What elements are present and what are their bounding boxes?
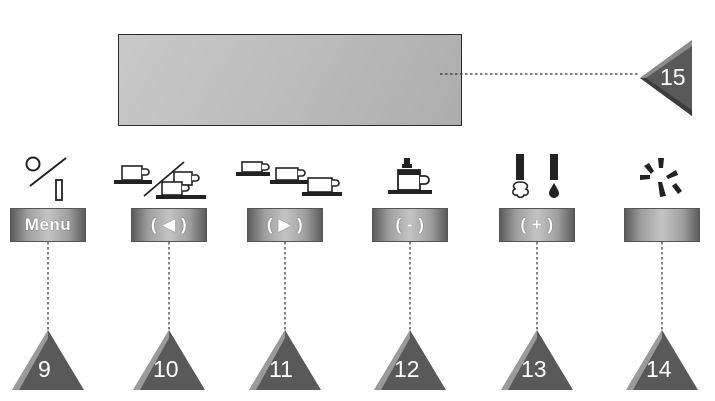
callout-number: 15 <box>660 64 686 90</box>
display-screen <box>118 34 462 126</box>
rinse-button[interactable] <box>624 208 700 242</box>
steam-hot-water-icon <box>512 154 559 199</box>
callout-number: 14 <box>646 356 672 382</box>
minus-button-label: ( - ) <box>395 215 425 234</box>
callout-rinse: 14 <box>626 330 698 390</box>
callout-display: 15 <box>640 40 692 116</box>
rinse-icon <box>640 158 682 197</box>
one-two-cups-icon <box>114 161 206 199</box>
coffee-pot-icon <box>388 158 432 194</box>
left-arrow-button-label: ( ◀ ) <box>150 215 188 234</box>
right-arrow-button[interactable]: ( ▶ ) <box>247 208 323 242</box>
callout-left: 10 <box>133 330 205 390</box>
callout-number: 11 <box>269 356 293 382</box>
right-arrow-button-label: ( ▶ ) <box>266 215 304 234</box>
callout-number: 12 <box>394 356 420 382</box>
cup-sizes-icon <box>236 161 342 196</box>
menu-button-label: Menu <box>24 215 72 234</box>
callout-number: 9 <box>38 356 51 382</box>
left-arrow-button[interactable]: ( ◀ ) <box>131 208 207 242</box>
callout-number: 13 <box>521 356 547 382</box>
callout-minus: 12 <box>374 330 446 390</box>
callout-menu: 9 <box>12 330 84 390</box>
callout-right: 11 <box>249 330 321 390</box>
minus-button[interactable]: ( - ) <box>372 208 448 242</box>
callout-number: 10 <box>153 356 179 382</box>
callout-plus: 13 <box>501 330 573 390</box>
plus-button[interactable]: ( + ) <box>499 208 575 242</box>
power-standby-icon <box>25 156 67 201</box>
menu-button[interactable]: Menu <box>10 208 86 242</box>
plus-button-label: ( + ) <box>520 215 554 234</box>
